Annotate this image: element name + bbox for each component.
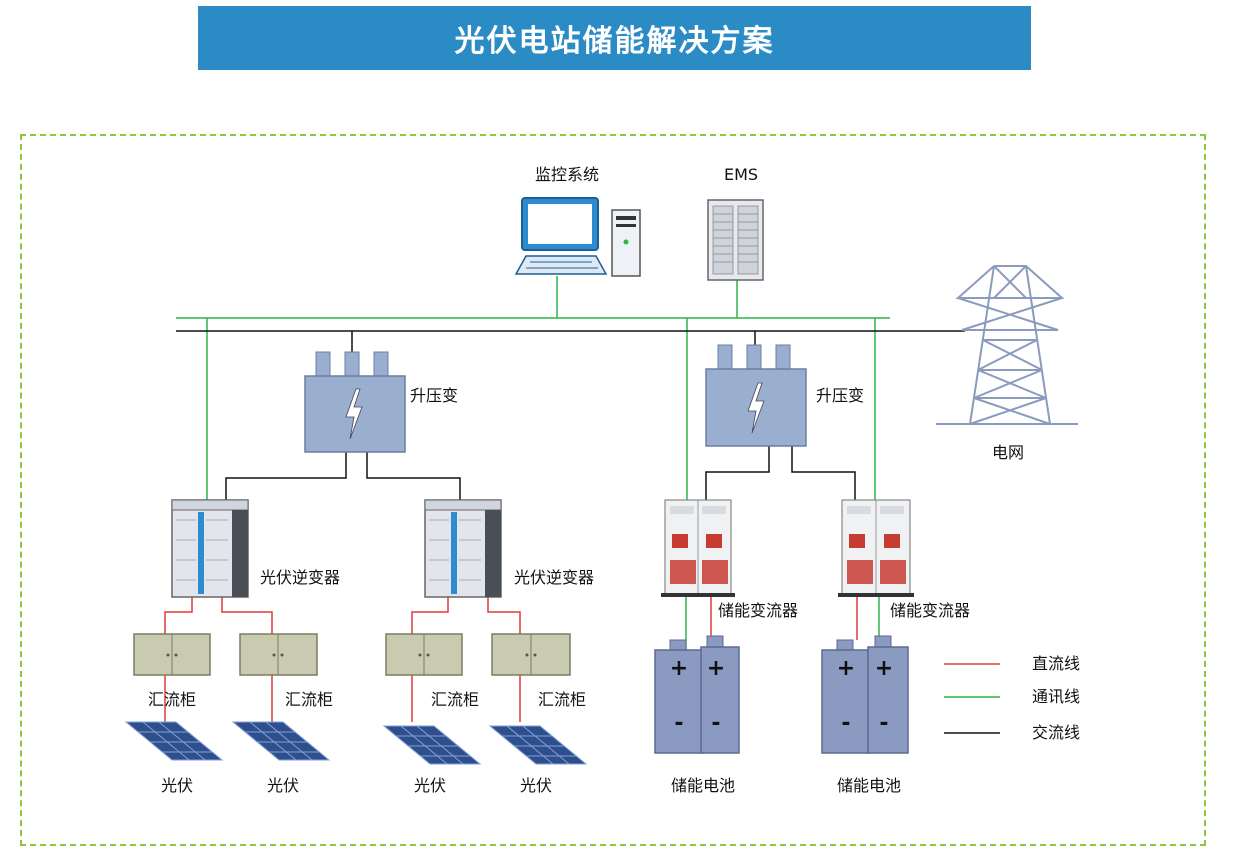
solar-panel-2-icon xyxy=(231,721,331,761)
battery-1b-minus: - xyxy=(711,711,720,736)
pv-inverter-1-icon xyxy=(171,499,249,598)
comm-lines xyxy=(176,276,890,652)
battery-2b-plus: + xyxy=(875,656,893,681)
battery-1b-plus: + xyxy=(707,656,725,681)
monitor-computer-icon xyxy=(514,197,641,277)
ems-label: EMS xyxy=(724,165,758,184)
dc-lines xyxy=(164,597,858,722)
pv-2-label: 光伏 xyxy=(267,776,299,795)
battery-1-icon: + + - - xyxy=(654,635,740,754)
combiner-3-label: 汇流柜 xyxy=(431,690,479,709)
grid-label: 电网 xyxy=(992,443,1024,462)
battery-1-label: 储能电池 xyxy=(671,776,735,795)
pcs-2-label: 储能变流器 xyxy=(890,601,970,620)
title-banner: 光伏电站储能解决方案 xyxy=(198,6,1031,70)
legend: 直流线 通讯线 交流线 xyxy=(944,654,1080,742)
pv-3-label: 光伏 xyxy=(414,776,446,795)
transformer-2-icon xyxy=(705,344,807,447)
pv-inverter-2-label: 光伏逆变器 xyxy=(514,568,594,587)
pv-4-label: 光伏 xyxy=(520,776,552,795)
combiner-2-label: 汇流柜 xyxy=(285,690,333,709)
ems-cabinet-icon xyxy=(707,199,764,281)
combiner-3-icon xyxy=(385,633,463,676)
combiner-4-label: 汇流柜 xyxy=(538,690,586,709)
page-title: 光伏电站储能解决方案 xyxy=(454,24,775,59)
legend-ac-label: 交流线 xyxy=(1032,723,1080,742)
monitor-label: 监控系统 xyxy=(535,165,599,184)
combiner-4-icon xyxy=(491,633,571,676)
legend-comm-label: 通讯线 xyxy=(1032,687,1080,706)
pcs-1-label: 储能变流器 xyxy=(718,601,798,620)
transmission-tower-icon xyxy=(936,265,1078,425)
solar-panel-4-icon xyxy=(488,725,588,765)
ac-lines xyxy=(176,330,965,500)
combiner-1-label: 汇流柜 xyxy=(148,690,196,709)
solar-panel-3-icon xyxy=(382,725,482,765)
transformer-1-icon xyxy=(304,351,406,453)
combiner-2-icon xyxy=(239,633,318,676)
battery-2-label: 储能电池 xyxy=(837,776,901,795)
battery-1-plus: + xyxy=(670,656,688,681)
battery-2b-minus: - xyxy=(879,711,888,736)
battery-1-minus: - xyxy=(674,711,683,736)
pcs-1-icon xyxy=(661,499,735,597)
pv-1-label: 光伏 xyxy=(161,776,193,795)
pcs-2-icon xyxy=(838,499,914,597)
pv-inverter-1-label: 光伏逆变器 xyxy=(260,568,340,587)
battery-2-minus: - xyxy=(841,711,850,736)
diagram-frame xyxy=(20,134,1206,846)
transformer-2-label: 升压变 xyxy=(816,386,864,405)
legend-dc-label: 直流线 xyxy=(1032,654,1080,673)
solar-panel-1-icon xyxy=(124,721,224,761)
transformer-1-label: 升压变 xyxy=(410,386,458,405)
pv-inverter-2-icon xyxy=(424,499,502,598)
battery-2-plus: + xyxy=(837,656,855,681)
combiner-1-icon xyxy=(133,633,211,676)
battery-2-icon: + + - - xyxy=(821,635,909,754)
